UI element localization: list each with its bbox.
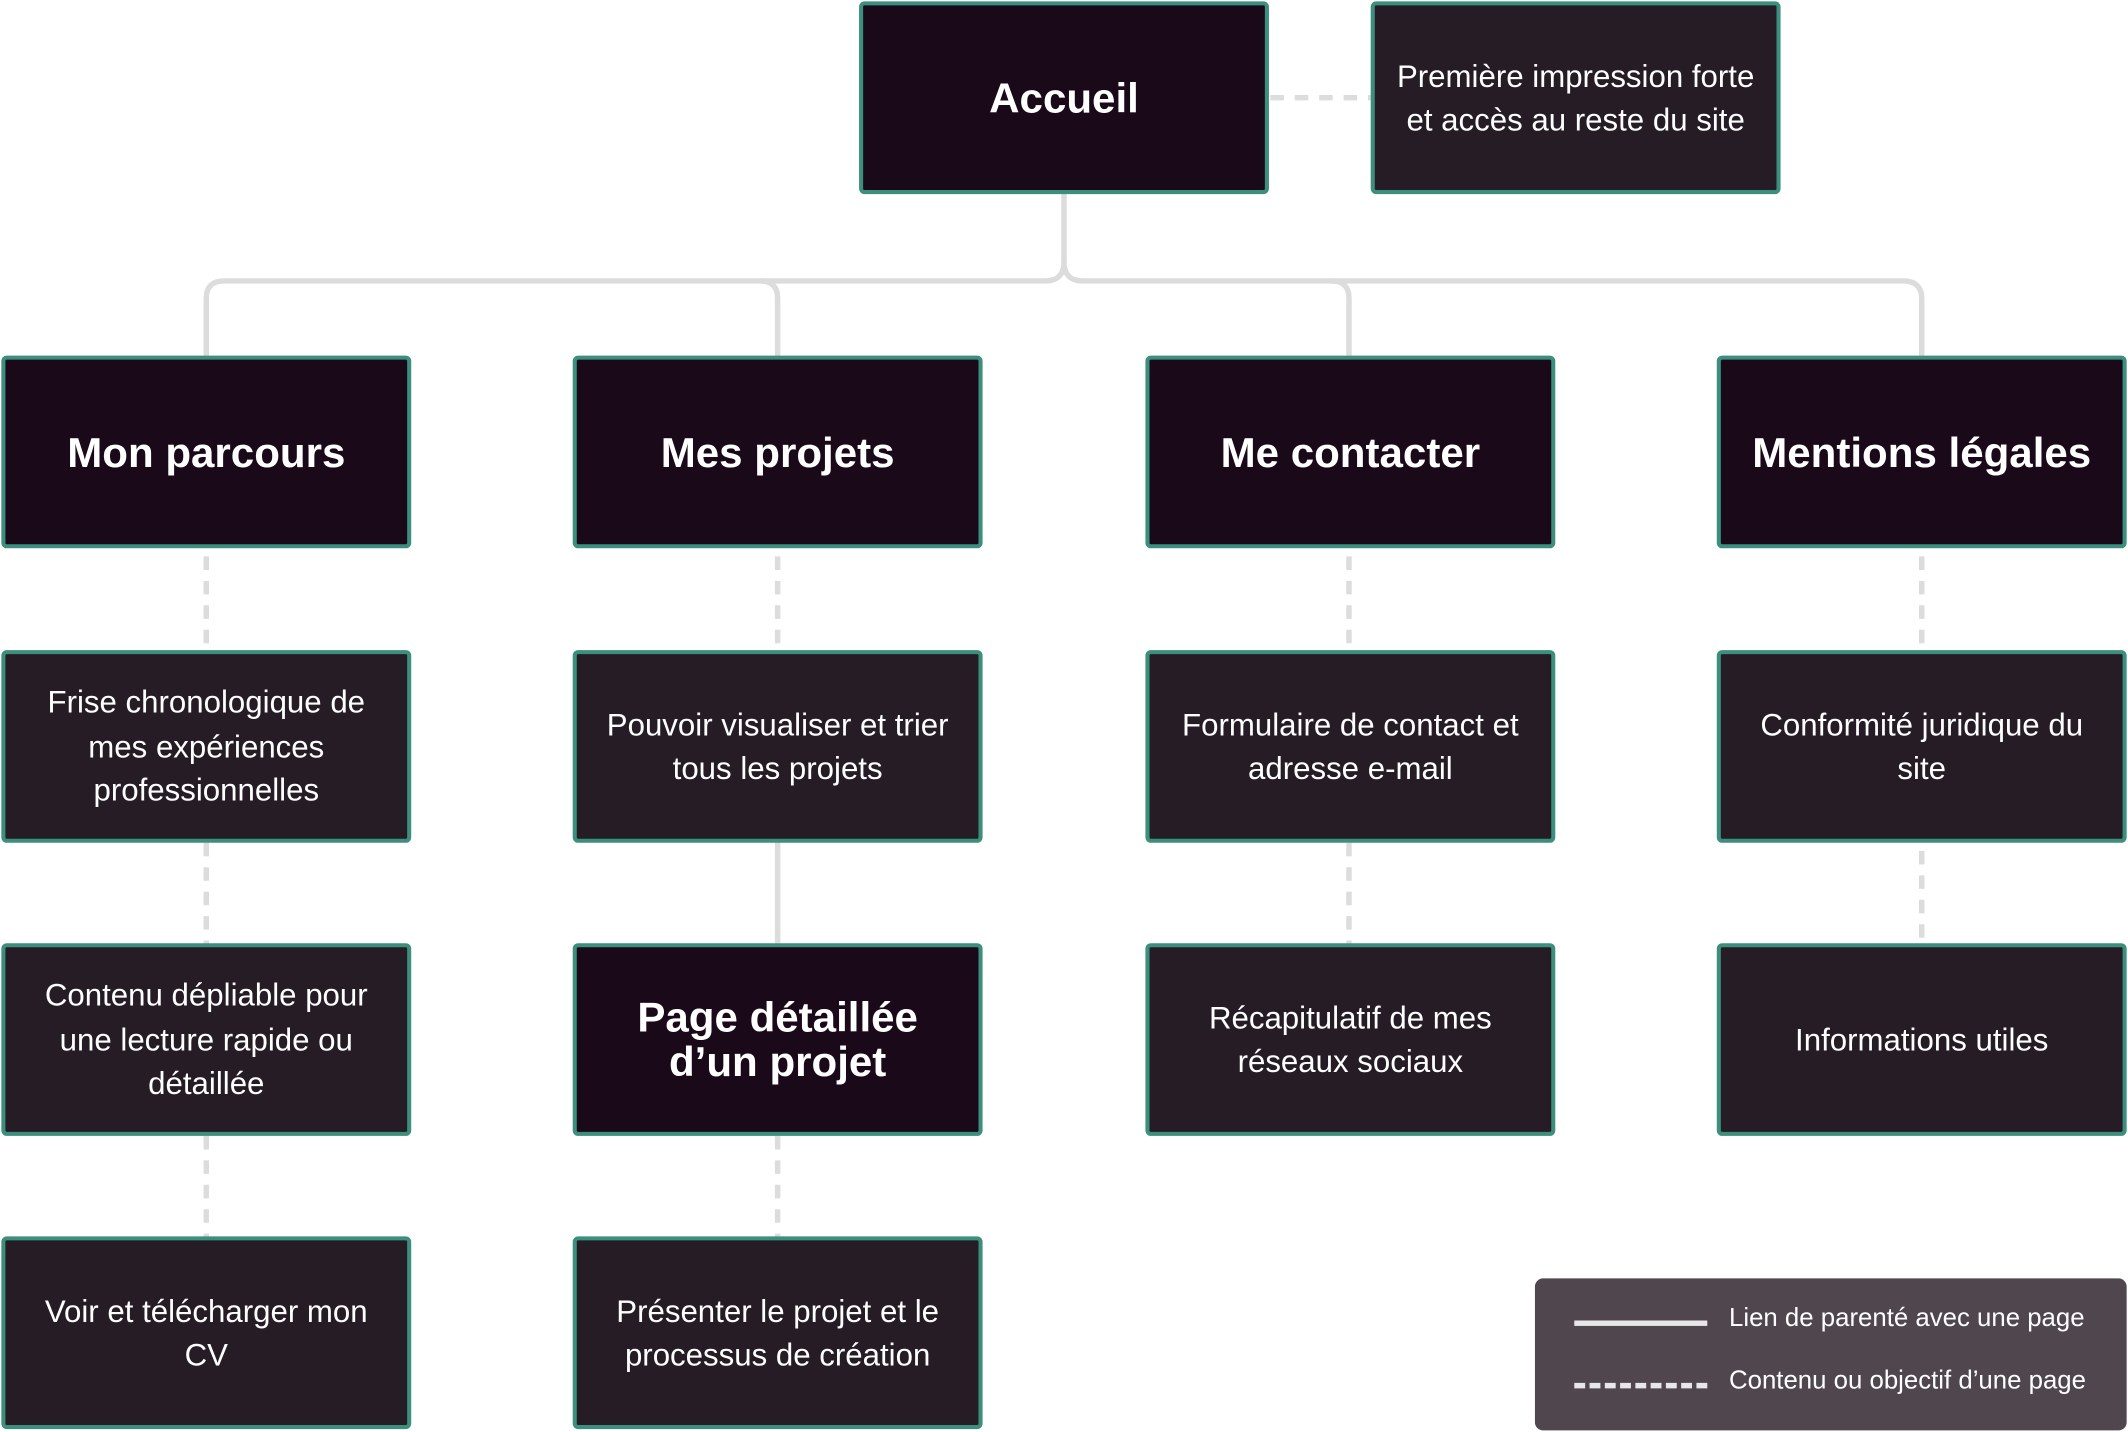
parent-link-projets xyxy=(759,278,781,357)
content-contacter-reseaux-text: Récapitulatif de mes réseaux sociaux xyxy=(1208,999,1492,1079)
page-mon-parcours: Mon parcours xyxy=(1,355,412,549)
content-projets-visualiser: Pouvoir visualiser et trier tous les pro… xyxy=(572,650,983,843)
content-parcours-depliable: Contenu dépliable pour une lecture rapid… xyxy=(1,943,412,1136)
content-contacter-reseaux: Récapitulatif de mes réseaux sociaux xyxy=(1145,943,1556,1136)
legend-label-content-link: Contenu ou objectif d’une page xyxy=(1729,1366,2086,1396)
content-mentions-conformite: Conformité juridique du site xyxy=(1716,650,2127,843)
page-accueil-title: Accueil xyxy=(989,73,1139,122)
page-mes-projets-title: Mes projets xyxy=(660,428,895,476)
content-accueil-purpose: Première impression forte et accès au re… xyxy=(1370,1,1781,195)
page-mon-parcours-title: Mon parcours xyxy=(67,428,346,476)
legend-item-parent-link: Lien de parenté avec une page xyxy=(1535,1302,2127,1343)
content-projet-presentation: Présenter le projet et le processus de c… xyxy=(572,1236,983,1430)
content-parcours-frise: Frise chronologique de mes expériences p… xyxy=(1,650,412,843)
page-mes-projets: Mes projets xyxy=(572,355,983,549)
parent-link-parcours xyxy=(203,192,1067,357)
content-mentions-conformite-text: Conformité juridique du site xyxy=(1760,706,2084,786)
content-parcours-frise-text: Frise chronologique de mes expériences p… xyxy=(47,684,366,808)
content-projets-visualiser-text: Pouvoir visualiser et trier tous les pro… xyxy=(606,706,949,786)
legend: Lien de parenté avec une page Contenu ou… xyxy=(1534,1278,2127,1431)
page-me-contacter-title: Me contacter xyxy=(1220,428,1481,476)
content-mentions-informations-text: Informations utiles xyxy=(1795,1021,2049,1057)
parent-link-contacter xyxy=(1331,278,1352,357)
content-contacter-formulaire-text: Formulaire de contact et adresse e-mail xyxy=(1182,706,1519,786)
solid-line-icon xyxy=(1574,1320,1708,1326)
page-accueil: Accueil xyxy=(859,1,1269,195)
page-me-contacter: Me contacter xyxy=(1145,355,1556,549)
content-mentions-informations: Informations utiles xyxy=(1716,943,2127,1136)
content-parcours-depliable-text: Contenu dépliable pour une lecture rapid… xyxy=(44,977,368,1101)
content-accueil-purpose-text: Première impression forte et accès au re… xyxy=(1396,57,1755,138)
content-parcours-cv: Voir et télécharger mon CV xyxy=(1,1236,412,1430)
dashed-line-icon xyxy=(1574,1382,1708,1389)
page-mentions-legales-title: Mentions légales xyxy=(1752,428,2092,476)
page-mentions-legales: Mentions légales xyxy=(1716,355,2127,549)
legend-label-parent-link: Lien de parenté avec une page xyxy=(1729,1304,2085,1333)
content-contacter-formulaire: Formulaire de contact et adresse e-mail xyxy=(1145,650,1556,843)
parent-link-mentions xyxy=(1061,261,1925,357)
page-projet-detail-title: Page détaillée d’un projet xyxy=(637,993,918,1086)
content-projet-presentation-text: Présenter le projet et le processus de c… xyxy=(616,1292,939,1373)
content-parcours-cv-text: Voir et télécharger mon CV xyxy=(44,1292,368,1373)
legend-item-content-link: Contenu ou objectif d’une page xyxy=(1535,1364,2127,1405)
page-projet-detail: Page détaillée d’un projet xyxy=(572,943,983,1136)
